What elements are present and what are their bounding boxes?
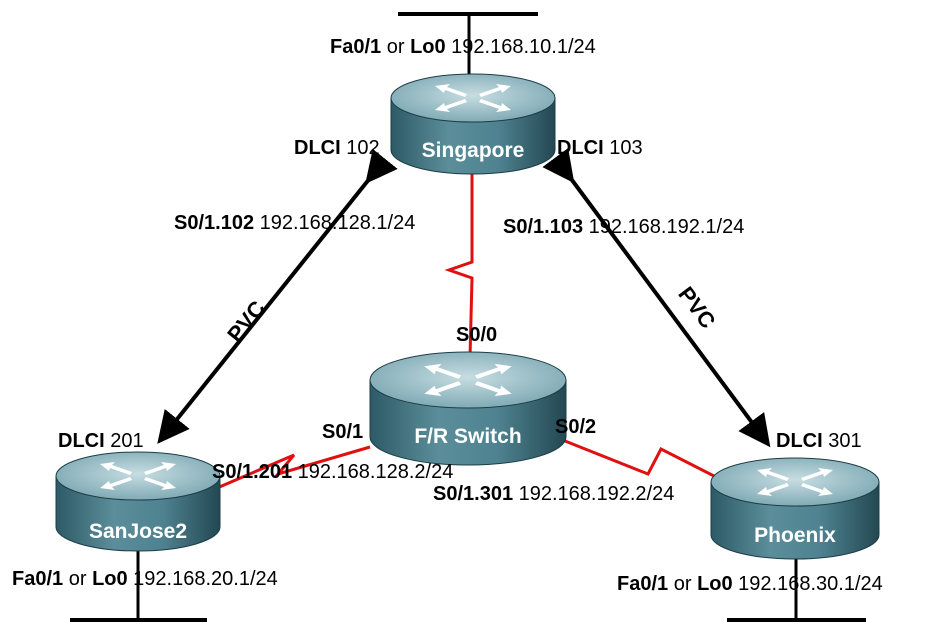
sanjose-lan-label: Fa0/1 or Lo0 192.168.20.1/24 [12, 568, 278, 590]
router-sanjose[interactable] [55, 451, 221, 552]
phoenix-lan-label: Fa0/1 or Lo0 192.168.30.1/24 [617, 573, 883, 595]
serial-link-sanjose-switch [216, 445, 371, 490]
switch-port-s01: S0/1 [322, 421, 363, 443]
singapore-subif-left: S0/1.102 192.168.128.1/24 [174, 212, 415, 234]
serial-link-phoenix-switch [564, 439, 717, 479]
pvc-arrow-right [542, 148, 771, 448]
pvc-arrow-left [157, 148, 398, 444]
router-name-switch: F/R Switch [414, 425, 521, 448]
switch-port-s02: S0/2 [555, 416, 596, 438]
router-name-singapore: Singapore [422, 139, 525, 162]
singapore-dlci-right: DLCI 103 [557, 137, 643, 159]
router-phoenix[interactable] [710, 457, 880, 560]
phoenix-subif: S0/1.301 192.168.192.2/24 [433, 483, 674, 505]
singapore-lan-label: Fa0/1 or Lo0 192.168.10.1/24 [330, 36, 596, 58]
router-name-phoenix: Phoenix [754, 524, 836, 547]
pvc-label-left: PVC [222, 296, 270, 347]
serial-link-singapore-switch [444, 166, 474, 359]
switch-port-s00: S0/0 [456, 324, 497, 346]
router-singapore[interactable] [390, 73, 556, 175]
router-name-sanjose: SanJose2 [89, 520, 187, 543]
sanjose-dlci: DLCI 201 [58, 430, 144, 452]
singapore-subif-right: S0/1.103 192.168.192.1/24 [503, 216, 744, 238]
router-switch[interactable] [369, 351, 567, 466]
phoenix-dlci: DLCI 301 [776, 430, 862, 452]
singapore-dlci-left: DLCI 102 [294, 137, 380, 159]
sanjose-subif: S0/1.201 192.168.128.2/24 [212, 461, 453, 483]
singapore-lan-segment [398, 12, 538, 76]
